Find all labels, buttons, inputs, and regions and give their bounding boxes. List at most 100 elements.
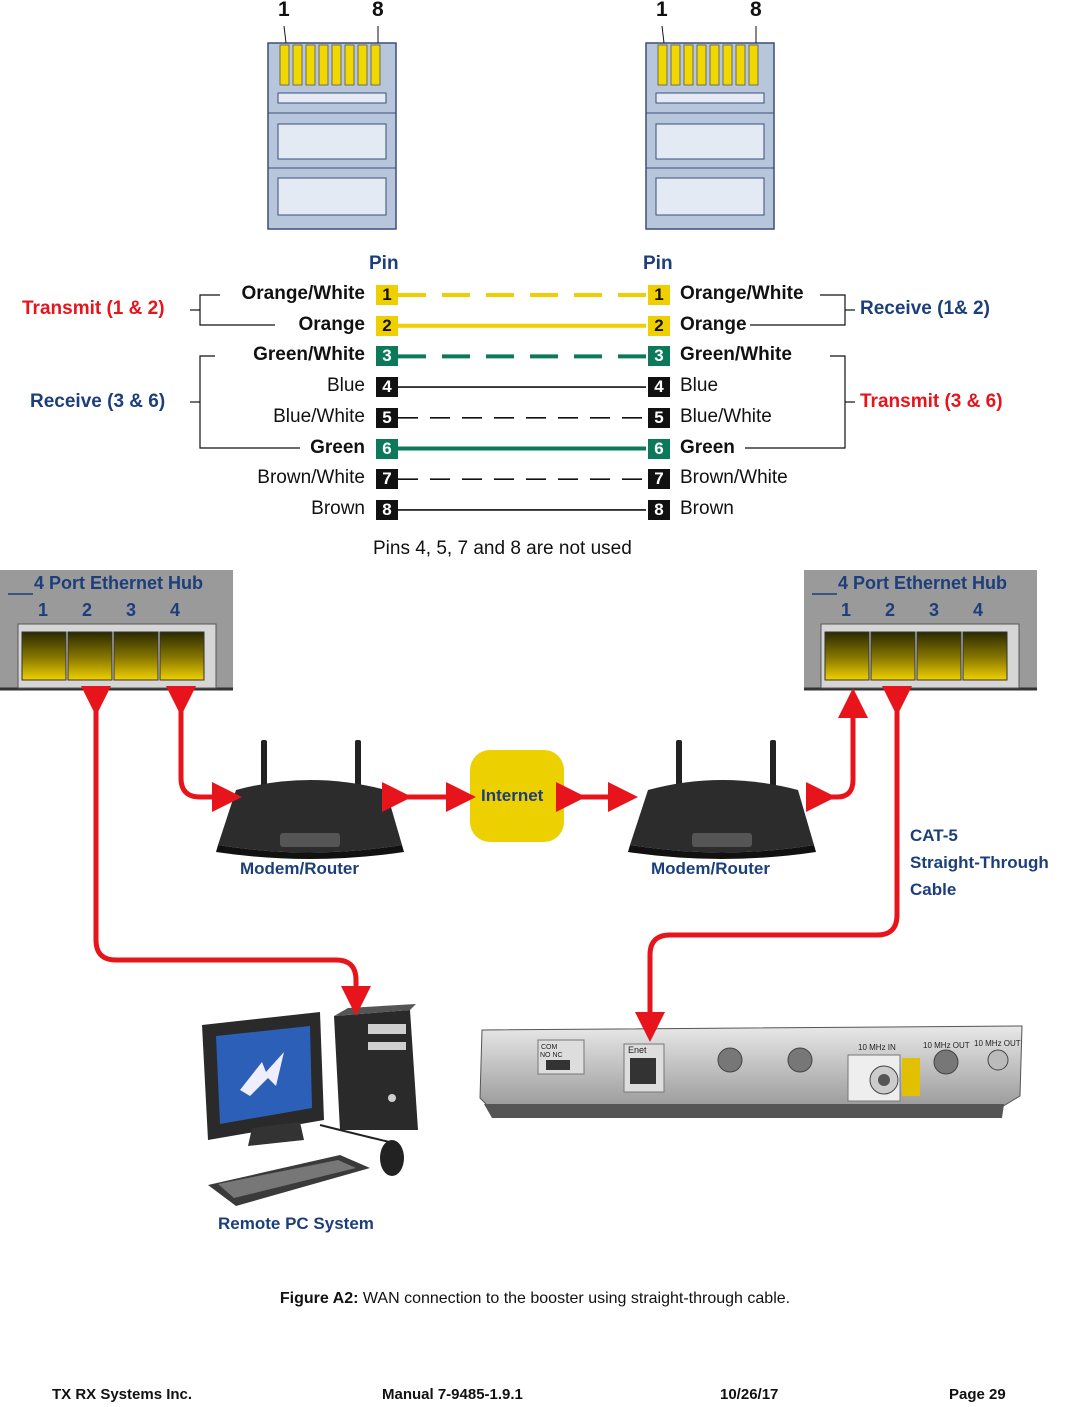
wire-name-right: Orange: [680, 313, 747, 335]
wire-name-left: Brown/White: [257, 467, 365, 489]
panel-10mhz-in-label: 10 MHz IN: [858, 1043, 896, 1052]
wire-name-right: Brown/White: [680, 467, 788, 489]
plug-contact: [722, 44, 733, 86]
pc-label: Remote PC System: [218, 1214, 374, 1233]
pin-number-left: 2: [376, 315, 398, 336]
plug-contact: [709, 44, 720, 86]
pin-number-right: 3: [648, 346, 670, 367]
signal-transmit-1-2: Transmit (1 & 2): [22, 298, 165, 319]
plug-right-pin-first: 1: [656, 0, 668, 21]
ethernet-hub-right-icon: [804, 570, 1037, 691]
plug-contact: [331, 44, 342, 86]
booster-rear-panel-icon: [479, 1025, 1023, 1118]
cable-label-line-2: Straight-Through: [910, 853, 1049, 872]
plug-contact: [305, 44, 316, 86]
modem-left-label: Modem/Router: [240, 859, 359, 878]
ethernet-port-icon: [67, 631, 113, 681]
signal-brackets: [190, 294, 855, 449]
plug-contact: [370, 44, 381, 86]
pin-number-left: 3: [376, 346, 398, 367]
wire-name-right: Blue: [680, 375, 719, 397]
hub-left-title: 4 Port Ethernet Hub: [34, 573, 204, 593]
hub-port-label: 1: [38, 600, 49, 620]
ethernet-port-icon: [824, 631, 870, 681]
rj45-plug-right-icon: [645, 25, 775, 230]
cable-label-line-3: Cable: [910, 880, 957, 899]
plug-contact: [696, 44, 707, 86]
pin-number-left: 7: [376, 469, 398, 490]
pin-number-right: 4: [648, 377, 670, 398]
plug-contact: [357, 44, 368, 86]
ethernet-port-icon: [21, 631, 67, 681]
ethernet-port-icon: [916, 631, 962, 681]
wire-name-left: Brown: [311, 497, 365, 519]
ethernet-port-icon: [962, 631, 1008, 681]
pin-number-right: 7: [648, 469, 670, 490]
pin-number-left: 5: [376, 407, 398, 428]
pin-header-left: Pin: [369, 253, 399, 274]
plug-contact: [683, 44, 694, 86]
hub-port-label: 4: [973, 600, 984, 620]
footer-company: TX RX Systems Inc.: [52, 1386, 193, 1403]
cable-label-line-1: CAT-5: [910, 826, 958, 845]
wire-name-right: Green: [680, 436, 735, 458]
pin-number-left: 1: [376, 285, 398, 305]
modem-right-label: Modem/Router: [651, 859, 770, 878]
connection-arrows: [81, 685, 912, 1042]
signal-receive-3-6: Receive (3 & 6): [30, 391, 166, 412]
pin-number-right: 2: [648, 315, 670, 336]
plug-contact: [292, 44, 303, 86]
pin-number-right: 5: [648, 407, 670, 428]
pin-number-right: 8: [648, 499, 670, 520]
ethernet-port-icon: [870, 631, 916, 681]
wire-name-left: Blue/White: [273, 405, 365, 427]
hub-port-label: 2: [82, 600, 93, 620]
ethernet-port-icon: [159, 631, 205, 681]
plug-contact: [318, 44, 329, 86]
plug-contact: [748, 44, 759, 86]
rj45-plug-left-icon: [267, 25, 397, 230]
hub-port-label: 4: [170, 600, 181, 620]
cable-label: CAT-5 Straight-Through Cable: [910, 822, 1049, 903]
plug-contact: [657, 44, 668, 86]
wire-name-right: Orange/White: [680, 283, 804, 304]
wire-name-left: Green: [310, 436, 365, 458]
footer-manual: Manual 7-9485-1.9.1: [382, 1386, 523, 1403]
hub-port-label: 1: [841, 600, 852, 620]
plug-contact: [670, 44, 681, 86]
wire-name-right: Blue/White: [680, 405, 772, 427]
internet-label: Internet: [481, 786, 544, 805]
signal-transmit-3-6: Transmit (3 & 6): [860, 391, 1003, 412]
wire-name-left: Blue: [326, 375, 365, 397]
wire-name-left: Green/White: [253, 344, 365, 366]
caption-prefix: Figure A2:: [279, 1290, 359, 1307]
signal-receive-1-2: Receive (1& 2): [860, 298, 990, 319]
pin-number-left: 6: [376, 438, 398, 459]
pin-number-left: 8: [376, 499, 398, 520]
panel-10mhz-out1-label: 10 MHz OUT: [923, 1041, 970, 1050]
remote-pc-icon: [202, 1004, 418, 1206]
hub-right-title: 4 Port Ethernet Hub: [838, 573, 1008, 593]
wire-name-left: Orange: [298, 313, 365, 335]
pins-note: Pins 4, 5, 7 and 8 are not used: [373, 538, 632, 559]
panel-no-nc-label: NO NC: [540, 1052, 563, 1059]
wire-name-right: Brown: [680, 497, 734, 519]
plug-contact: [735, 44, 746, 86]
modem-router-right-icon: [628, 740, 816, 859]
hub-port-label: 3: [126, 600, 137, 620]
ethernet-hub-left-icon: [0, 570, 233, 691]
hub-port-label: 3: [929, 600, 940, 620]
wire-name-left: Orange/White: [241, 283, 365, 304]
ethernet-port-icon: [113, 631, 159, 681]
hub-port-label: 2: [885, 600, 896, 620]
wire-name-right: Green/White: [680, 344, 792, 366]
panel-enet-label: Enet: [628, 1045, 647, 1055]
plug-left-pin-first: 1: [278, 0, 290, 21]
pin-number-left: 4: [376, 377, 398, 398]
footer-date: 10/26/17: [720, 1386, 779, 1403]
wire-lines: [398, 293, 646, 511]
pin-number-right: 1: [648, 285, 670, 305]
plug-right-pin-last: 8: [750, 0, 762, 21]
figure-caption: Figure A2: WAN connection to the booster…: [0, 1290, 1070, 1308]
